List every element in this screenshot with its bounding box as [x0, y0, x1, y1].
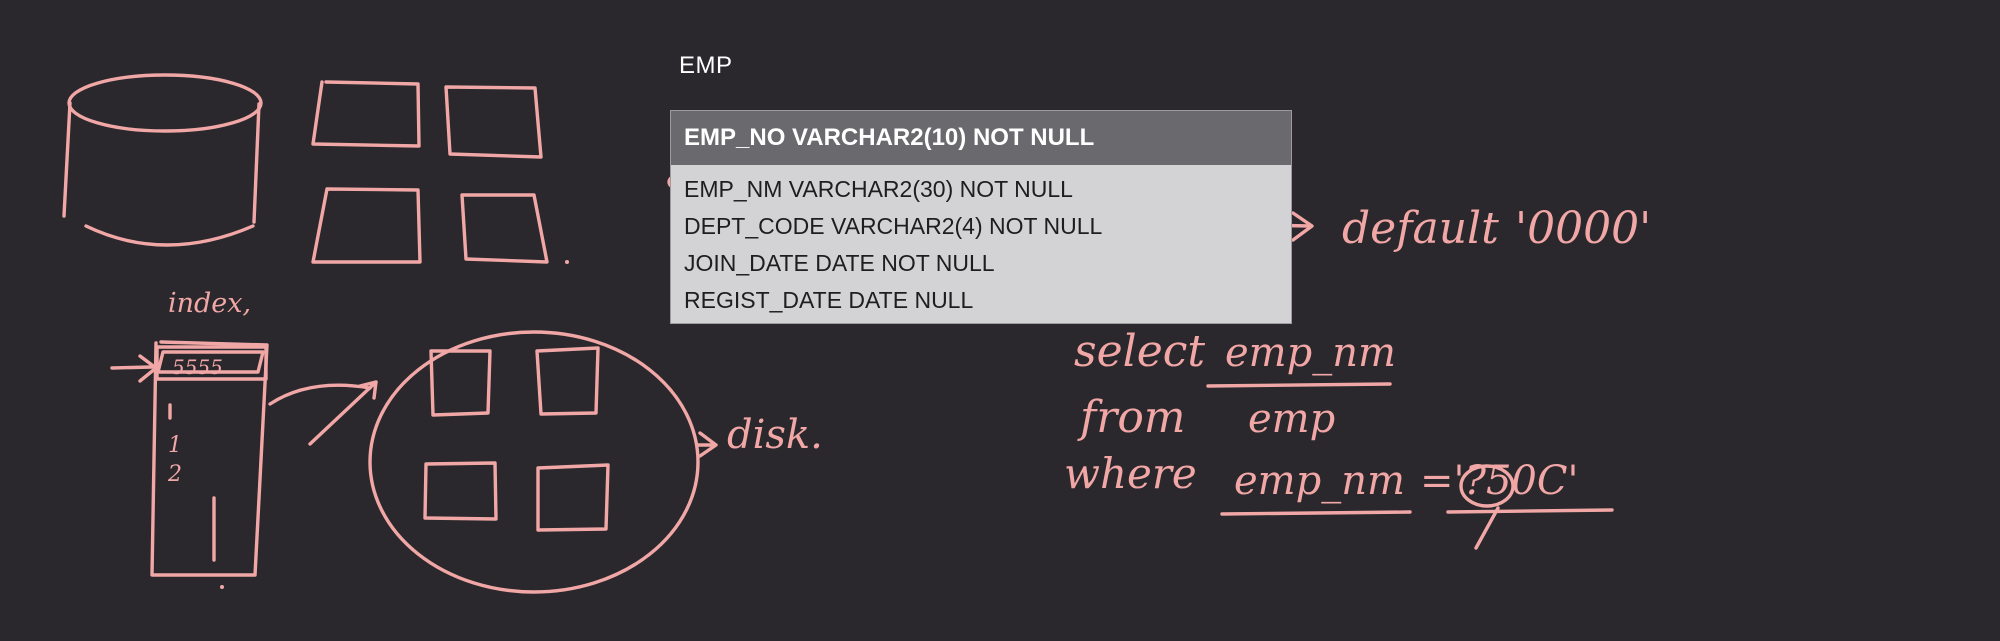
- default-label: default: [1342, 203, 1499, 254]
- query-select-keyword: select: [1074, 326, 1205, 377]
- query-from-table: emp: [1248, 396, 1335, 442]
- sql-query-sketch: select emp_nm from emp where emp_nm ='?5…: [1064, 326, 1614, 550]
- disk-label: disk.: [727, 412, 823, 458]
- table-row: REGIST_DATE DATE NULL: [684, 287, 974, 313]
- database-cylinder-icon: [62, 73, 263, 247]
- index-structure: index, 5555 1 2: [110, 288, 269, 589]
- table-row: DEPT_CODE VARCHAR2(4) NOT NULL: [684, 213, 1103, 239]
- data-blocks-top: [311, 80, 569, 264]
- query-from-keyword: from: [1077, 392, 1186, 443]
- query-where-column: emp_nm: [1234, 458, 1405, 504]
- emp-table: EMP_NO VARCHAR2(10) NOT NULL EMP_NM VARC…: [670, 110, 1292, 324]
- table-header-row: EMP_NO VARCHAR2(10) NOT NULL: [671, 111, 1291, 165]
- default-annotation: default '0000': [1158, 203, 1651, 254]
- index-cell-text: 5555: [172, 355, 223, 379]
- index-entry-1: 1: [168, 433, 182, 458]
- disk-arrow: disk.: [696, 412, 823, 458]
- default-value: '0000': [1515, 203, 1651, 254]
- index-entry-2: 2: [167, 462, 182, 487]
- table-row: JOIN_DATE DATE NOT NULL: [684, 250, 995, 276]
- memory-buffer-circle: [368, 330, 700, 594]
- table-caption: EMP: [679, 52, 733, 79]
- query-where-keyword: where: [1064, 449, 1197, 498]
- query-select-column: emp_nm: [1225, 330, 1396, 376]
- query-where-value: ='?50C': [1420, 458, 1578, 504]
- table-row: EMP_NM VARCHAR2(30) NOT NULL: [684, 176, 1073, 202]
- index-to-memory-arrows: [268, 380, 378, 446]
- index-label: index,: [168, 288, 251, 319]
